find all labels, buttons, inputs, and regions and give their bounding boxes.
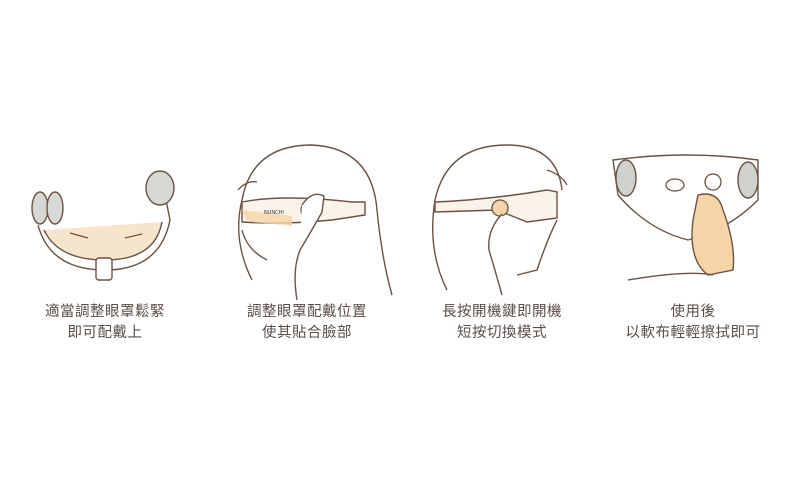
adjustable-strap-icon — [31, 170, 175, 281]
caption-line: 使其貼合臉部 — [262, 325, 352, 341]
step-2: NUNCHI 調整眼罩配戴位置 使其貼合臉部 — [212, 130, 402, 360]
brand-label: NUNCHI — [264, 210, 284, 216]
step-3-caption: 長按開機鍵即開機 短按切換模式 — [407, 302, 597, 344]
caption-line: 長按開機鍵即開機 — [442, 304, 562, 320]
press-power-button-icon — [432, 144, 568, 296]
caption-line: 以軟布輕輕擦拭即可 — [625, 325, 761, 341]
caption-line: 短按切換模式 — [457, 325, 547, 341]
step-4: 使用後 以軟布輕輕擦拭即可 — [598, 130, 788, 360]
wearing-mask-icon: NUNCHI — [237, 144, 393, 300]
caption-line: 即可配戴上 — [67, 325, 143, 341]
caption-line: 使用後 — [670, 304, 716, 320]
step-3: 長按開機鍵即開機 短按切換模式 — [407, 130, 597, 360]
caption-line: 適當調整眼罩鬆緊 — [45, 304, 165, 320]
caption-line: 調整眼罩配戴位置 — [247, 304, 367, 320]
step-4-caption: 使用後 以軟布輕輕擦拭即可 — [598, 302, 788, 344]
step-1: 適當調整眼罩鬆緊 即可配戴上 — [10, 130, 200, 360]
step-1-caption: 適當調整眼罩鬆緊 即可配戴上 — [10, 302, 200, 344]
step-2-caption: 調整眼罩配戴位置 使其貼合臉部 — [212, 302, 402, 344]
wipe-clean-icon — [612, 154, 759, 281]
